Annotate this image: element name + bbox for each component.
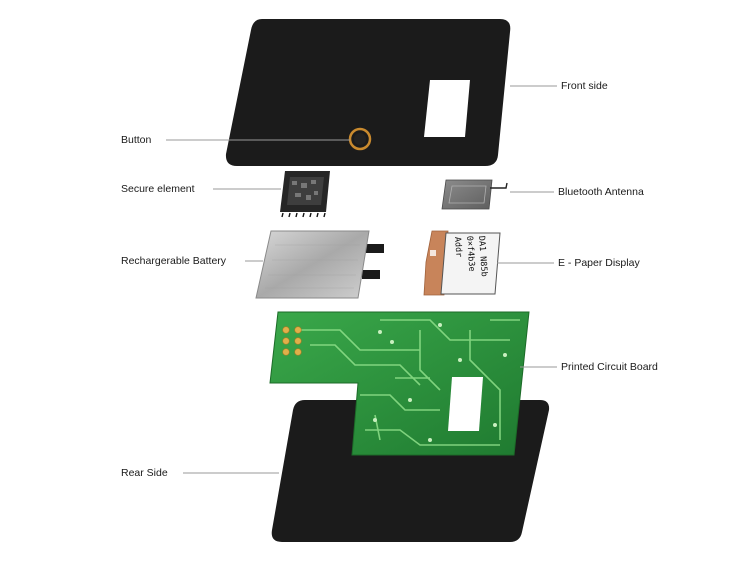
printed-circuit-board xyxy=(269,311,530,456)
leader-lines xyxy=(166,85,557,474)
e-paper-display: Addr 0×f4b3e DA1 N85b xyxy=(423,230,501,296)
label-rear-side: Rear Side xyxy=(121,467,168,479)
display-text-line-1: Addr xyxy=(452,237,463,258)
pcb-cutout xyxy=(448,377,483,431)
label-printed-circuit-board: Printed Circuit Board xyxy=(561,361,658,373)
label-front-side: Front side xyxy=(561,80,608,92)
bluetooth-antenna xyxy=(441,179,508,210)
front-side-card xyxy=(225,19,511,166)
front-button xyxy=(348,127,372,151)
display-text-line-2: 0×f4b3e xyxy=(464,236,476,272)
front-display-window xyxy=(424,80,470,137)
label-secure-element: Secure element xyxy=(121,183,195,195)
label-bluetooth-antenna: Bluetooth Antenna xyxy=(558,186,644,198)
label-button: Button xyxy=(121,134,152,146)
rechargeable-battery xyxy=(255,230,384,299)
label-rechargeable-battery: Rechargerable Battery xyxy=(121,255,227,267)
display-text-line-3: DA1 N85b xyxy=(476,236,489,278)
secure-element-chip xyxy=(280,171,330,218)
label-e-paper-display: E - Paper Display xyxy=(558,257,640,269)
